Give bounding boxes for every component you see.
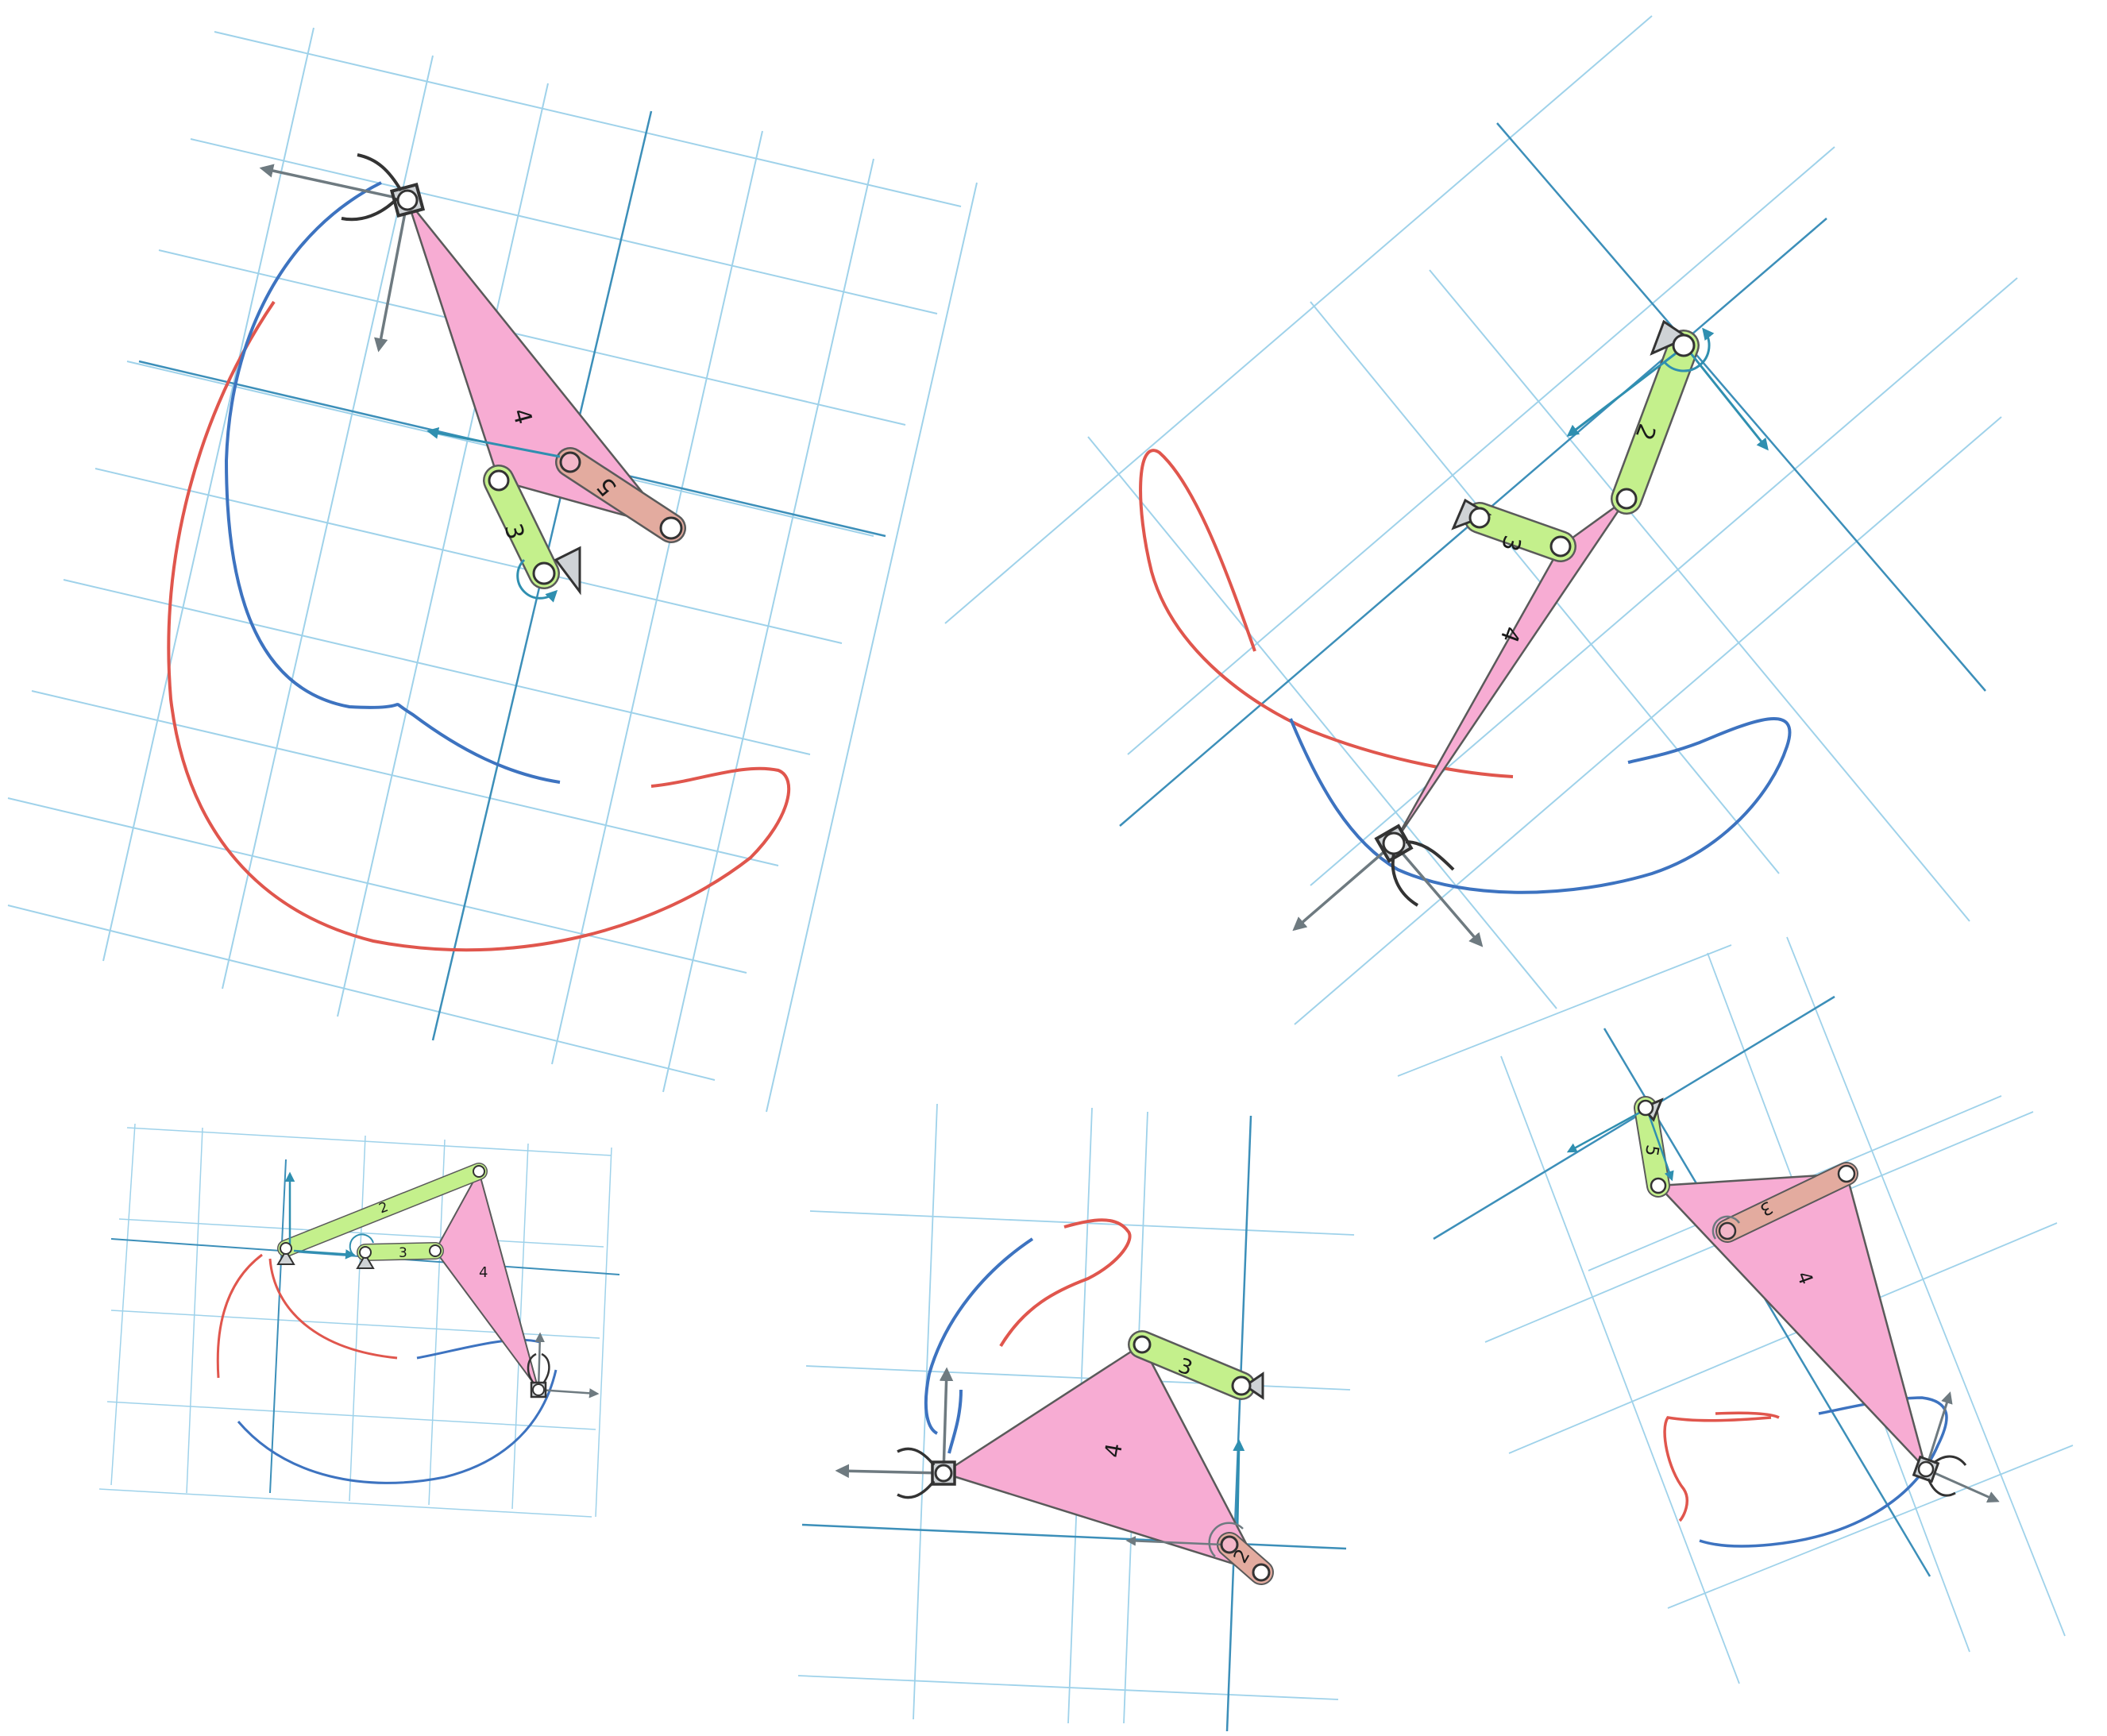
- rotation-indicator-bottom-right: [1711, 1215, 1741, 1240]
- link-label-bottom-left-c: 4: [479, 1264, 488, 1281]
- velocity-arrow-teal-top-left: [426, 426, 561, 458]
- force-arrow-y-top-left: [374, 199, 409, 353]
- ground-link-3-bottom-left-fill: [357, 1243, 443, 1260]
- force-arrow-x-bottom-middle: [835, 1464, 944, 1479]
- mechanism-top-left: 4 3 5: [7, 27, 978, 1113]
- coupler-curve-blue-top-left: [224, 181, 561, 784]
- force-arrow-y-top-right: [1392, 842, 1484, 947]
- joints-bottom-right: [1637, 1099, 1935, 1478]
- link-label-bottom-middle-b: 4: [1099, 1441, 1128, 1460]
- rotation-indicator-bottom-middle: [1208, 1522, 1244, 1557]
- rotation-indicator-top-left: [516, 558, 558, 603]
- force-arrow-y-bottom-left: [534, 1332, 545, 1391]
- axes-bottom-middle: [801, 1115, 1347, 1732]
- mechanism-top-right: 2 3 4: [944, 15, 2018, 1025]
- ground-link-3-bottom-middle-fill: [1129, 1332, 1254, 1398]
- coupler-link-4-top-right: [1392, 497, 1628, 845]
- force-arrow-y-bottom-right: [1924, 1391, 1953, 1470]
- grid-bottom-left: [98, 1123, 612, 1518]
- coupler-curve-red-top-left: [167, 300, 791, 952]
- velocity-arrow-teal-top-right-a: [1566, 352, 1677, 437]
- coupler-curve-blue-bottom-middle: [924, 1237, 1034, 1454]
- joints-top-right: [1382, 334, 1696, 855]
- ground-pivot-icon: [1243, 1371, 1264, 1400]
- coupler-curve-red-bottom-right: [1663, 1411, 1780, 1522]
- velocity-arrow-gray-bottom-middle: [1125, 1536, 1224, 1546]
- ground-link-2-bottom-left-fill: [278, 1163, 487, 1256]
- velocity-arrow-teal-bottom-right-a: [1566, 1109, 1645, 1153]
- coupler-curve-blue-bottom-left: [237, 1338, 558, 1484]
- velocity-arrow-teal-top-right-b: [1686, 349, 1769, 451]
- coupler-curve-red-bottom-left: [216, 1253, 398, 1379]
- joints-top-left: [396, 189, 683, 585]
- coupler-curve-blue-top-right: [1289, 717, 1792, 894]
- coupler-link-4-top-left: [406, 199, 673, 530]
- coupler-link-4-bottom-middle: [942, 1343, 1263, 1574]
- mechanism-bottom-left: 2 3 4: [98, 1123, 620, 1518]
- ground-link-2-top-right-fill: [1612, 331, 1698, 513]
- axes-top-left: [138, 110, 886, 1041]
- slider-link-5-top-left-fill: [557, 449, 685, 542]
- coupler-curve-red-top-right: [1139, 449, 1514, 778]
- force-arrow-y-bottom-middle: [939, 1367, 954, 1474]
- ground-link-5-bottom-right-fill: [1635, 1098, 1669, 1196]
- ground-link-3-top-left-fill: [484, 466, 558, 588]
- ground-pivot-icon: [554, 546, 581, 596]
- force-arrow-x-bottom-left: [538, 1388, 600, 1398]
- coupler-link-4-bottom-right: [1657, 1172, 1928, 1471]
- link-label-bottom-right-a: 5: [1641, 1144, 1662, 1158]
- velocity-arrow-teal-bottom-right-b: [1646, 1111, 1674, 1182]
- ground-link-3-top-right-fill: [1465, 503, 1575, 561]
- ground-pivot-icon: [276, 1249, 375, 1269]
- gripper-icon: [1912, 1455, 1967, 1497]
- coupler-curve-red-bottom-middle: [999, 1218, 1132, 1348]
- joints-bottom-middle: [934, 1335, 1271, 1582]
- link-label-bottom-left-b: 3: [399, 1245, 407, 1261]
- slider-link-3-bottom-right-fill: [1717, 1163, 1857, 1241]
- velocity-arrow-teal-bottom-middle: [1233, 1439, 1245, 1526]
- mechanism-bottom-middle: 3 4 2: [797, 1103, 1355, 1732]
- coupler-link-4-bottom-left: [434, 1171, 539, 1391]
- force-arrow-x-top-left: [259, 164, 408, 202]
- force-arrow-x-bottom-right: [1925, 1468, 2000, 1503]
- joints-bottom-left: [280, 1165, 545, 1396]
- force-arrow-x-top-right: [1292, 842, 1395, 932]
- axes-top-right: [1119, 122, 1986, 827]
- rotation-indicator-bottom-left: [349, 1233, 374, 1256]
- mechanism-bottom-right: 5 3 4: [1397, 936, 2074, 1684]
- velocity-arrow-teal-bottom-left-b: [293, 1249, 356, 1260]
- grid-bottom-right: [1397, 936, 2074, 1684]
